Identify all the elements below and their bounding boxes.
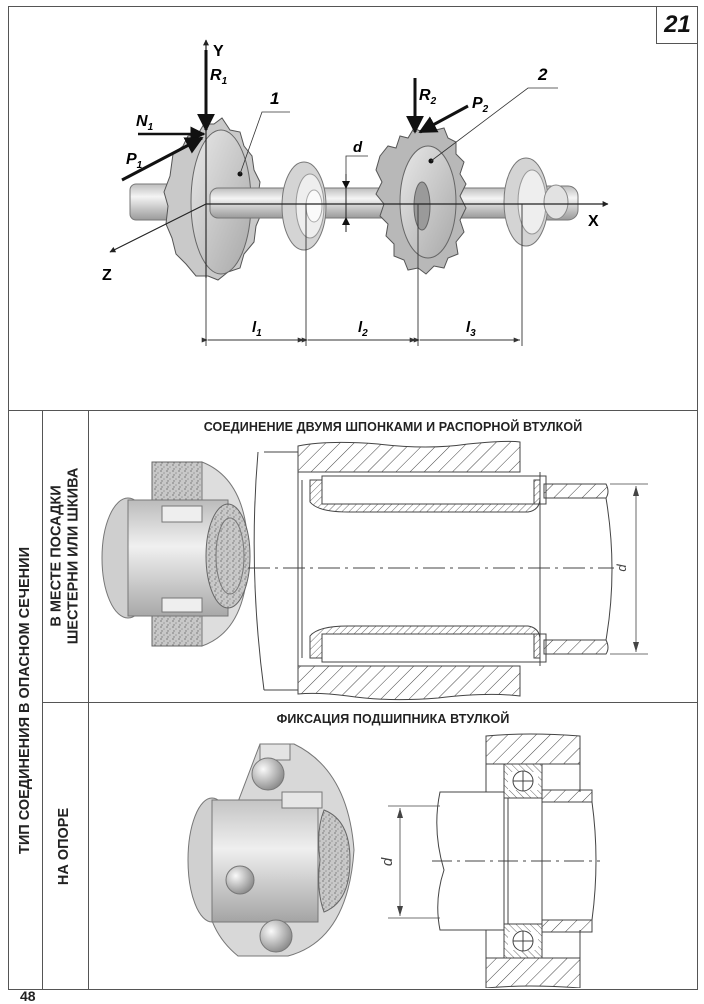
force-p1-arrow [121,136,204,182]
row-1-title: СОЕДИНЕНИЕ ДВУМЯ ШПОНКАМИ И РАСПОРНОЙ ВТ… [203,420,583,434]
page-badge-number: 21 [664,10,691,38]
bearing-section-bottom [503,923,543,959]
callout-label-1: 1 [270,89,279,108]
spacer-bushing-top [543,483,609,499]
row-2-label-text: НА ОПОРЕ [56,807,73,885]
bearing-1 [281,161,327,251]
key-top [321,475,547,505]
housing-bottom [485,957,581,988]
table-top-border [8,410,698,411]
y-axis-label: Y [213,43,224,60]
col-divider-1 [42,410,43,990]
row-divider [42,702,698,703]
diameter-dimension-label: d [614,564,629,572]
hub-3d-illustration [101,461,251,647]
ball-middle [225,865,255,895]
col-divider-2 [88,410,89,990]
dim-l3-label: l3 [466,319,476,339]
callout-leader-1 [239,111,290,175]
page-number: 48 [20,988,36,1004]
bearing-fixation-drawing: d [187,733,600,988]
fixing-bushing-bottom [541,919,593,933]
bearing-2 [503,157,549,247]
callout-leader-2 [430,87,558,162]
row-2-label: НА ОПОРЕ [42,702,88,990]
force-p2-label: P2 [472,95,489,115]
keyed-joint-drawing: d [101,440,648,701]
dim-l1-label: l1 [252,319,262,339]
spur-gear-2 [375,123,467,275]
row-header-text: ТИП СОЕДИНЕНИЯ В ОПАСНОМ СЕЧЕНИИ [16,546,33,854]
housing-top [485,733,581,765]
force-p1-label: P1 [126,151,143,171]
z-axis [109,203,207,253]
callout-label-2: 2 [537,65,548,84]
hub-section-top [297,440,521,473]
page-badge: 21 [656,6,698,44]
shaft-assembly-diagram: Y X Z R1 N1 P1 R2 P2 1 2 d l1 l2 l3 [102,39,609,346]
spacer-bushing-bottom [543,639,609,655]
row-header: ТИП СОЕДИНЕНИЯ В ОПАСНОМ СЕЧЕНИИ [8,410,42,990]
dim-l2-label: l2 [358,319,368,339]
row-1-label-line2: ШЕСТЕРНИ ИЛИ ШКИВА [65,467,81,645]
page-frame [8,6,698,990]
row-2-title: ФИКСАЦИЯ ПОДШИПНИКА ВТУЛКОЙ [276,712,510,726]
diameter-label: d [353,139,363,156]
ball-bottom [259,919,293,953]
bearing-section-top [503,763,543,799]
bearing-3d-illustration [187,743,355,957]
hub-section-bottom [297,665,521,701]
row-1-label-line1: В МЕСТЕ ПОСАДКИ [48,485,64,627]
force-n1-label: N1 [136,113,154,133]
diameter-dimension-label-2: d [379,857,396,866]
force-r2-label: R2 [419,87,437,107]
force-p2-arrow [418,104,469,134]
force-r1-label: R1 [210,67,228,87]
ball-top [251,757,285,791]
fixing-bushing-top [541,789,593,803]
z-axis-label: Z [102,267,112,284]
x-axis-label: X [588,213,599,230]
key-bottom [321,633,547,663]
